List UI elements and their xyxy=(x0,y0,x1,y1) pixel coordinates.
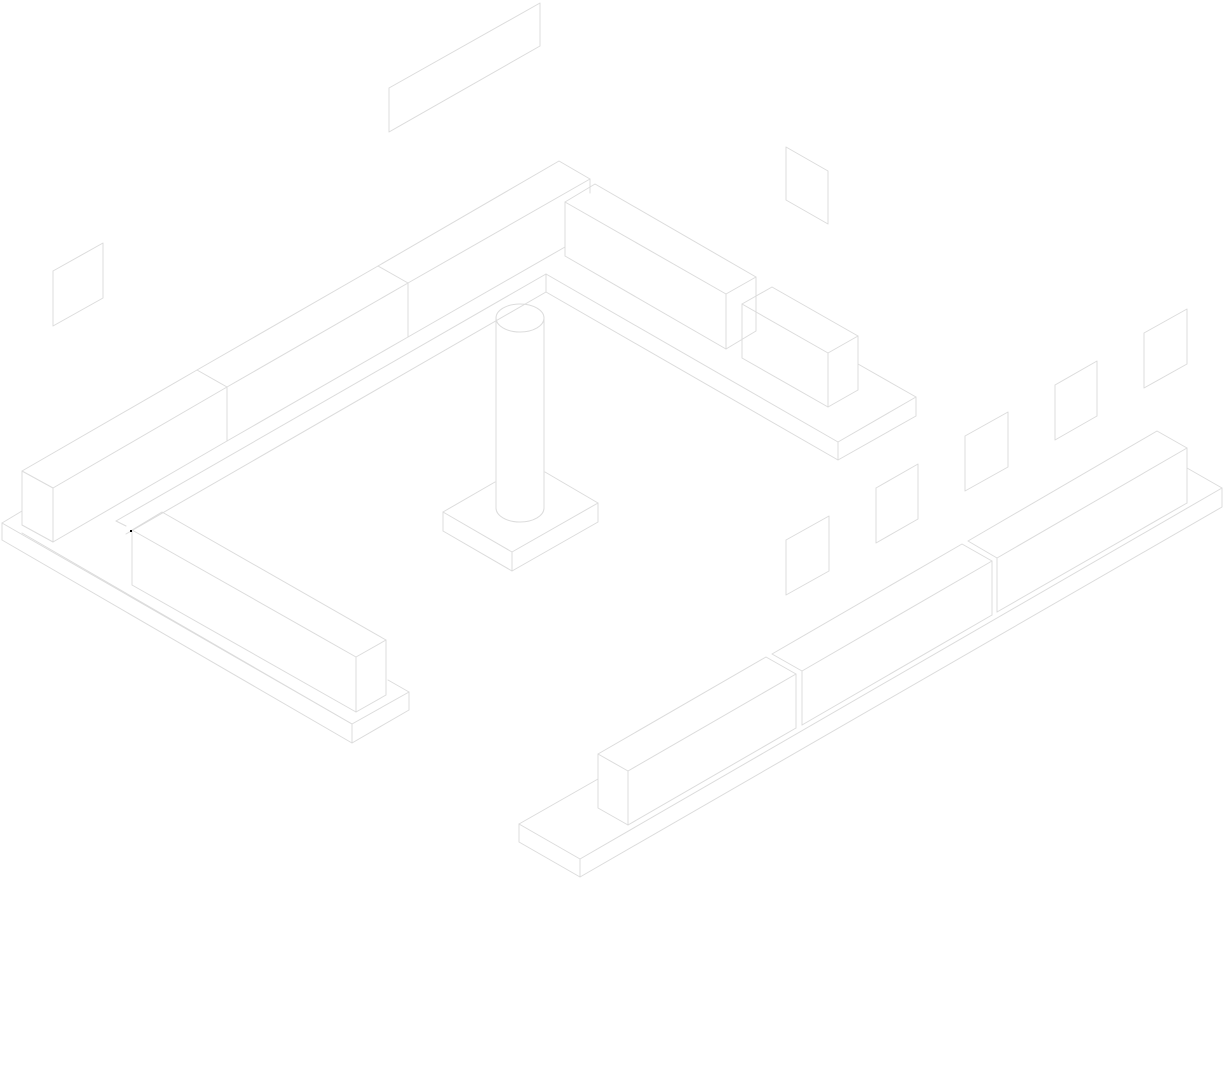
front-left-wall xyxy=(131,511,387,713)
center-column xyxy=(442,303,599,572)
left-wall xyxy=(1,160,591,744)
floating-panel-right-4 xyxy=(1054,360,1098,441)
floating-panel-left xyxy=(52,242,104,327)
floating-panel-top xyxy=(388,2,541,133)
floating-panel-right-5 xyxy=(1143,308,1188,389)
floating-panel-upper-right xyxy=(785,146,829,225)
floating-panel-right-3 xyxy=(964,411,1009,492)
right-wall xyxy=(518,430,1223,878)
back-wall xyxy=(545,183,917,461)
floating-panel-right-1 xyxy=(785,515,830,596)
cursor-dot xyxy=(130,530,132,532)
floating-panel-right-2 xyxy=(875,463,919,544)
